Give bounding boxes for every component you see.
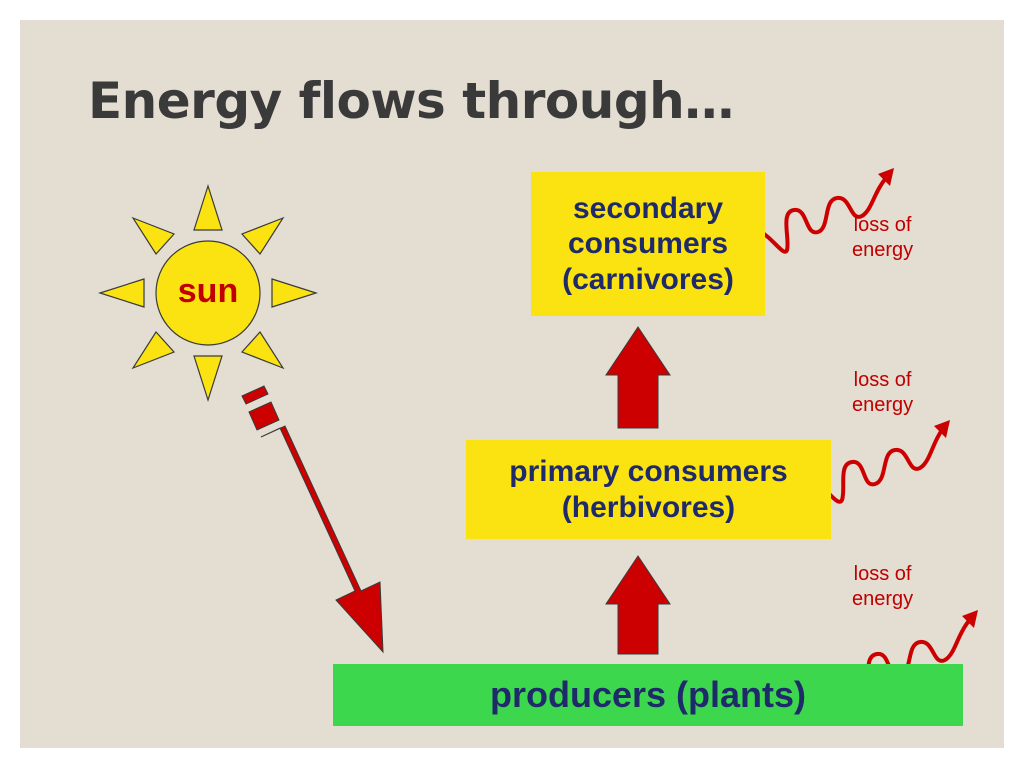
arrow-body — [260, 425, 384, 654]
primary-consumers-box: primary consumers (herbivores) — [466, 440, 831, 539]
sun-label: sun — [177, 272, 239, 310]
sun-ray — [193, 184, 223, 231]
sun-ray — [271, 278, 318, 308]
primary-line-1: primary consumers — [509, 455, 788, 489]
energy-loss-arrow-secondary — [755, 168, 894, 254]
primary-line-2: (herbivores) — [561, 490, 736, 524]
energy-loss-label-producers: loss of energy — [852, 562, 913, 612]
loss-line-2: energy — [852, 394, 914, 416]
slide-background — [20, 20, 1004, 748]
loss-line-1: loss of — [853, 214, 912, 236]
sun-icon — [98, 184, 318, 402]
sun-ray — [131, 331, 176, 370]
slide-title: Energy flows through… — [88, 72, 734, 130]
sunlight-arrow — [241, 385, 384, 654]
producers-label: producers (plants) — [489, 673, 807, 715]
loss-line-2: energy — [852, 588, 914, 610]
sun-ray — [131, 216, 176, 255]
energy-loss-label-secondary: loss of energy — [852, 213, 913, 263]
arrow-dash — [241, 385, 269, 405]
sun-ray — [98, 278, 145, 308]
loss-line-1: loss of — [853, 369, 912, 391]
secondary-line-1: secondary — [572, 192, 724, 226]
loss-line-2: energy — [852, 239, 914, 261]
secondary-line-2: consumers — [567, 227, 729, 261]
sun-ray — [193, 355, 223, 402]
arrow-dash — [248, 401, 280, 431]
up-arrow-primary-to-secondary — [605, 326, 671, 429]
energy-loss-arrow-primary — [811, 420, 950, 504]
loss-line-1: loss of — [853, 563, 912, 585]
secondary-line-3: (carnivores) — [562, 262, 734, 296]
producers-box: producers (plants) — [333, 664, 963, 726]
sun-disc — [155, 240, 261, 346]
sun-ray — [240, 331, 285, 370]
up-arrow-producers-to-primary — [605, 555, 671, 655]
sun-ray — [240, 216, 285, 255]
secondary-consumers-box: secondary consumers (carnivores) — [531, 172, 765, 316]
energy-loss-label-primary: loss of energy — [852, 368, 913, 418]
